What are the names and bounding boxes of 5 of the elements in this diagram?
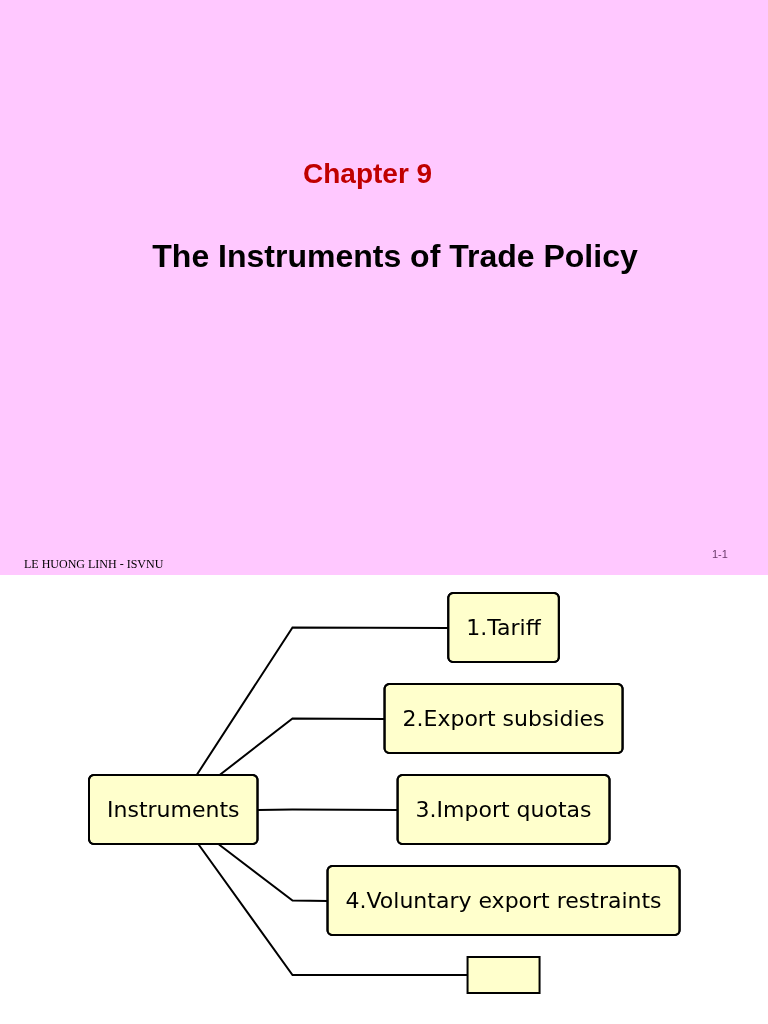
footer-text: LE HUONG LINH - ISVNU — [24, 557, 164, 572]
node-box — [466, 956, 541, 994]
slide-number: 1-1 — [712, 548, 728, 560]
slide-title: The Instruments of Trade Policy — [151, 238, 639, 275]
chapter-heading: Chapter 9 — [303, 158, 433, 190]
